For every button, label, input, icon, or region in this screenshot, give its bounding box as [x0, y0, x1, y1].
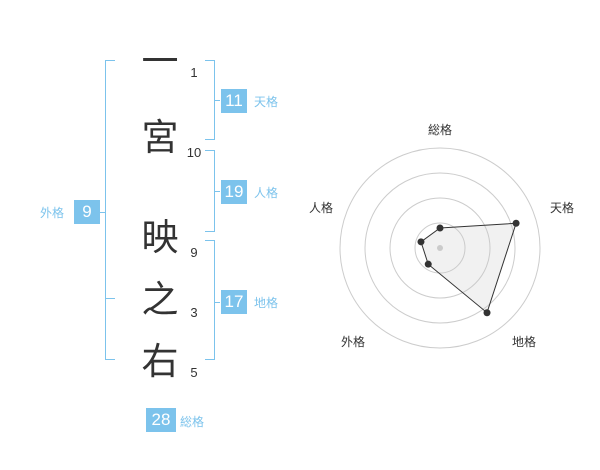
- name-char-2: 宮: [141, 116, 179, 159]
- stroke-count-2: 10: [186, 145, 202, 160]
- radar-point-3: [483, 309, 491, 317]
- radar-axis-label-jinkaku: 人格: [309, 201, 334, 215]
- jinkaku-label: 人格: [254, 186, 279, 200]
- stroke-count-3: 9: [190, 245, 198, 260]
- gaikaku-label: 外格: [40, 206, 65, 220]
- gaikaku-value: 9: [74, 200, 100, 224]
- radar-point-5: [417, 238, 425, 246]
- gaikaku-bracket: [105, 60, 115, 360]
- radar-series-polygon: [420, 222, 517, 314]
- soukaku-label: 総格: [180, 415, 205, 429]
- stroke-count-5: 5: [190, 365, 198, 380]
- radar-axis-label-gaikaku: 外格: [341, 335, 366, 349]
- stroke-count-1: 1: [190, 65, 198, 80]
- radar-point-2: [512, 219, 520, 227]
- radar-center-dot: [437, 245, 443, 251]
- chikaku-bracket: [205, 240, 215, 360]
- radar-axis-label-chikaku: 地格: [512, 335, 537, 349]
- radar-ring-4: [339, 147, 541, 349]
- soukaku-value: 28: [146, 408, 176, 432]
- jinkaku-value: 19: [221, 180, 247, 204]
- radar-point-1: [436, 224, 444, 232]
- name-char-5: 右: [141, 340, 179, 383]
- tenkaku-connector: [214, 100, 220, 101]
- radar-axis-label-soukaku: 総格: [428, 123, 453, 137]
- name-char-3: 映: [141, 216, 179, 259]
- radar-ring-2: [389, 197, 491, 299]
- radar-ring-3: [364, 172, 516, 324]
- chikaku-connector: [214, 302, 220, 303]
- stroke-count-4: 3: [190, 305, 198, 320]
- radar-point-4: [424, 260, 432, 268]
- chikaku-value: 17: [221, 290, 247, 314]
- tenkaku-label: 天格: [254, 95, 279, 109]
- gaikaku-connector: [100, 212, 106, 213]
- tenkaku-value: 11: [221, 89, 247, 113]
- radar-axis-label-tenkaku: 天格: [550, 201, 575, 215]
- chikaku-label: 地格: [254, 296, 279, 310]
- name-char-1: 一: [141, 40, 179, 83]
- radar-ring-1: [414, 222, 466, 274]
- gaikaku-bracket-tick: [106, 298, 115, 299]
- name-char-4: 之: [141, 278, 179, 321]
- jinkaku-connector: [214, 191, 220, 192]
